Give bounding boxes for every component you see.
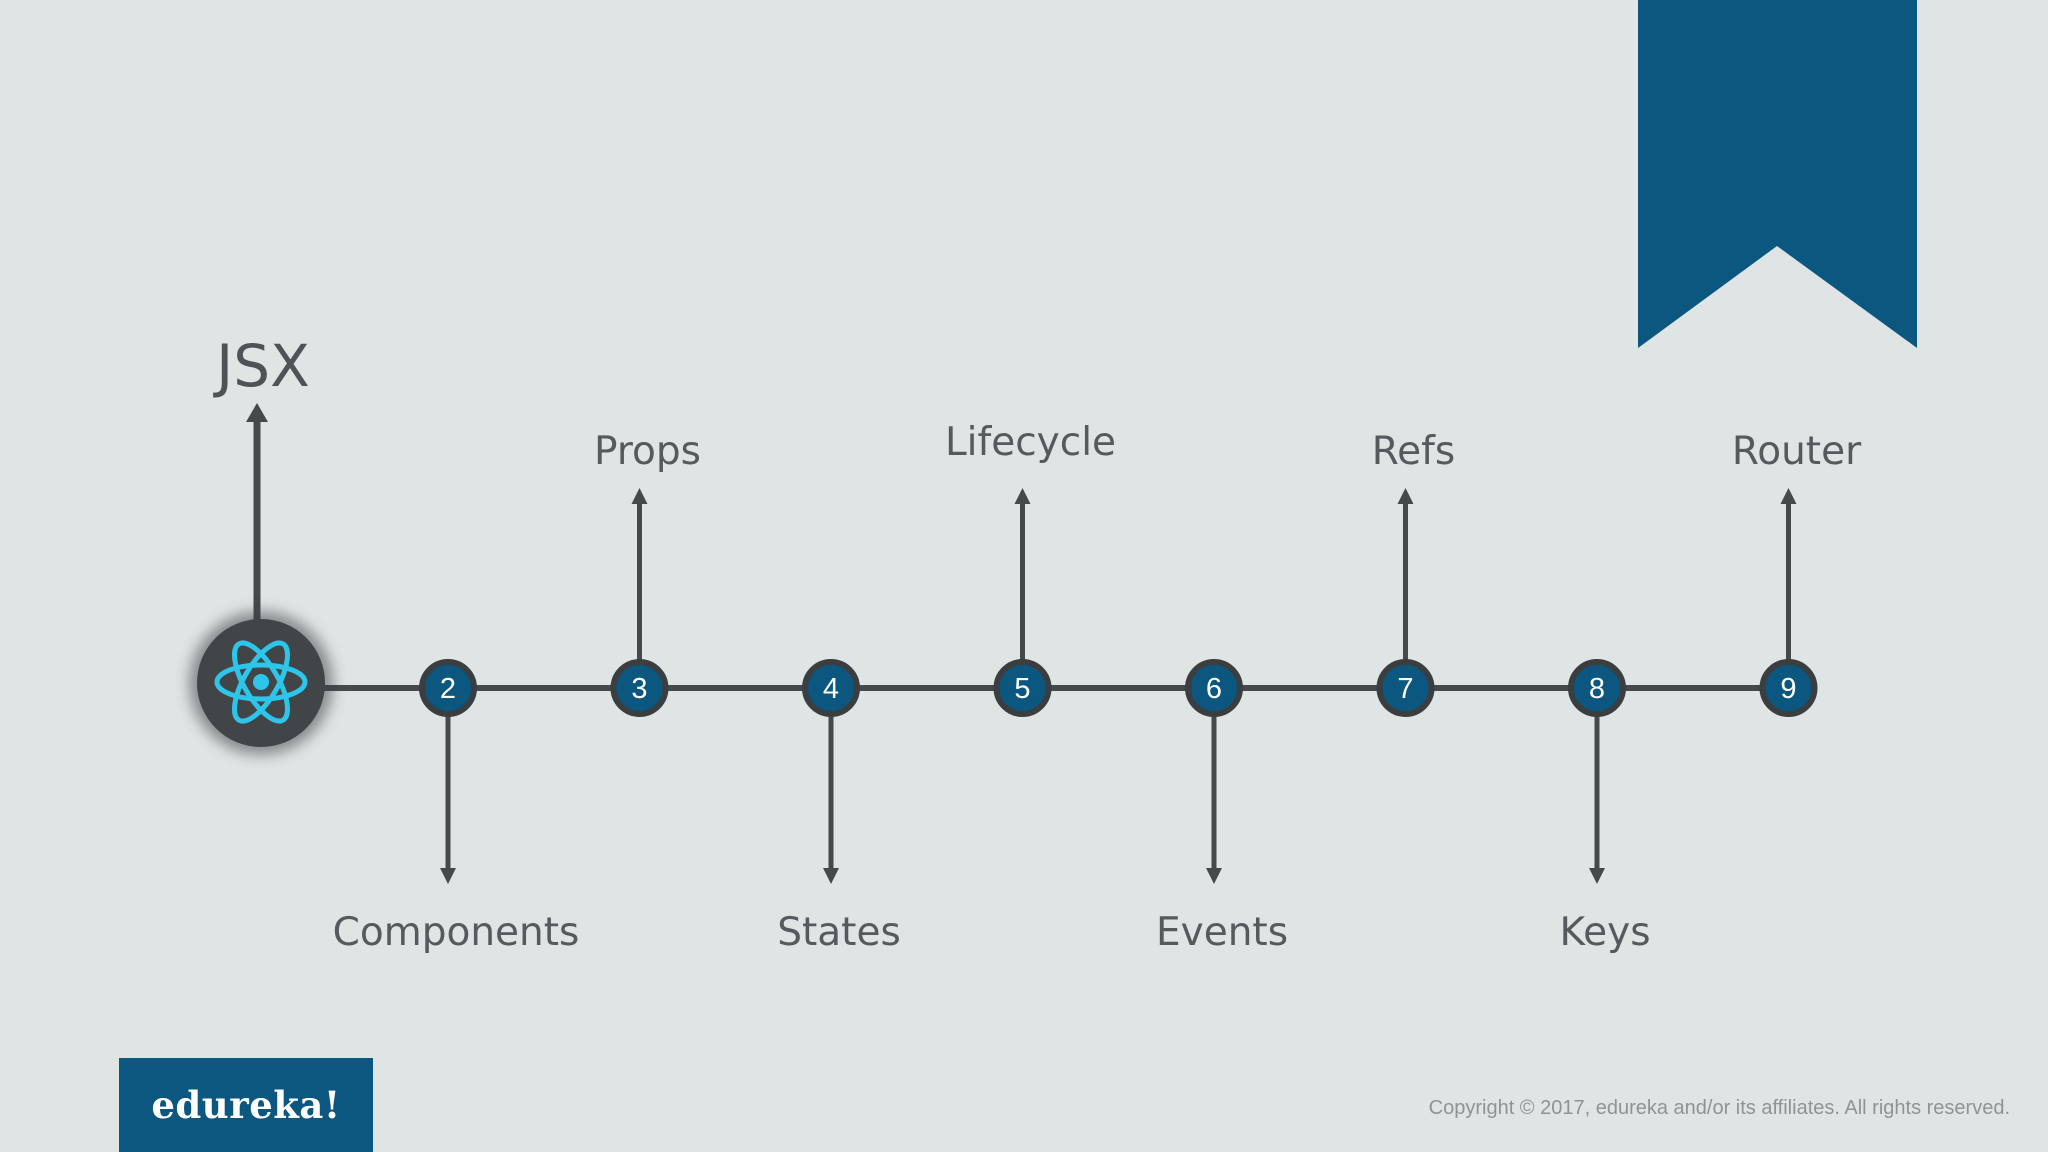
node-number-8: 8 [1589, 673, 1605, 705]
arrow-head-2 [440, 868, 456, 884]
timeline-node-2: 2 [419, 659, 477, 884]
timeline-node-4: 4 [802, 659, 860, 884]
node-circle-7 [1376, 659, 1435, 717]
node-number-5: 5 [1014, 673, 1030, 705]
node-circle-5 [993, 659, 1052, 717]
topic-lifecycle: Lifecycle [944, 420, 1117, 465]
timeline-node-8: 8 [1568, 659, 1626, 884]
arrow-head-8 [1589, 868, 1605, 884]
arrow-head-3 [631, 488, 648, 504]
node-circle-6 [1185, 659, 1243, 717]
node-number-7: 7 [1397, 673, 1413, 705]
react-atom-icon [214, 640, 308, 724]
topic-keys: Keys [1559, 910, 1651, 955]
timeline-node-9: 9 [1759, 488, 1818, 717]
node-number-6: 6 [1206, 673, 1222, 705]
node-circle-3 [610, 659, 669, 717]
topic-jsx: JSX [216, 332, 310, 400]
node-number-3: 3 [631, 673, 647, 705]
timeline-node-7: 7 [1376, 488, 1435, 717]
arrow-head-6 [1206, 868, 1222, 884]
bookmark-ribbon [1638, 0, 1917, 348]
jsx-arrow [246, 403, 268, 620]
node-circle-8 [1568, 659, 1626, 717]
topic-refs: Refs [1371, 429, 1456, 474]
edureka-logo: edureka! [119, 1058, 373, 1152]
timeline-node-3: 3 [610, 488, 669, 717]
node-circle-9 [1759, 659, 1818, 717]
timeline-node-6: 6 [1185, 659, 1243, 884]
node-number-9: 9 [1780, 673, 1796, 705]
node-number-2: 2 [440, 673, 456, 705]
node-circle-4 [802, 659, 860, 717]
arrow-head-7 [1397, 488, 1414, 504]
logo-text: edureka! [151, 1083, 341, 1127]
topic-events: Events [1155, 910, 1289, 955]
arrow-head-9 [1780, 488, 1797, 504]
react-hub [189, 611, 333, 755]
timeline-node-5: 5 [993, 488, 1052, 717]
node-circle-2 [419, 659, 477, 717]
arrow-head-5 [1014, 488, 1031, 504]
topic-props: Props [594, 429, 701, 474]
copyright-text: Copyright © 2017, edureka and/or its aff… [1428, 1097, 2010, 1119]
topic-router: Router [1731, 429, 1862, 474]
arrow-head-4 [823, 868, 839, 884]
topic-states: States [777, 910, 901, 955]
node-number-4: 4 [823, 673, 839, 705]
topic-components: Components [332, 910, 580, 955]
